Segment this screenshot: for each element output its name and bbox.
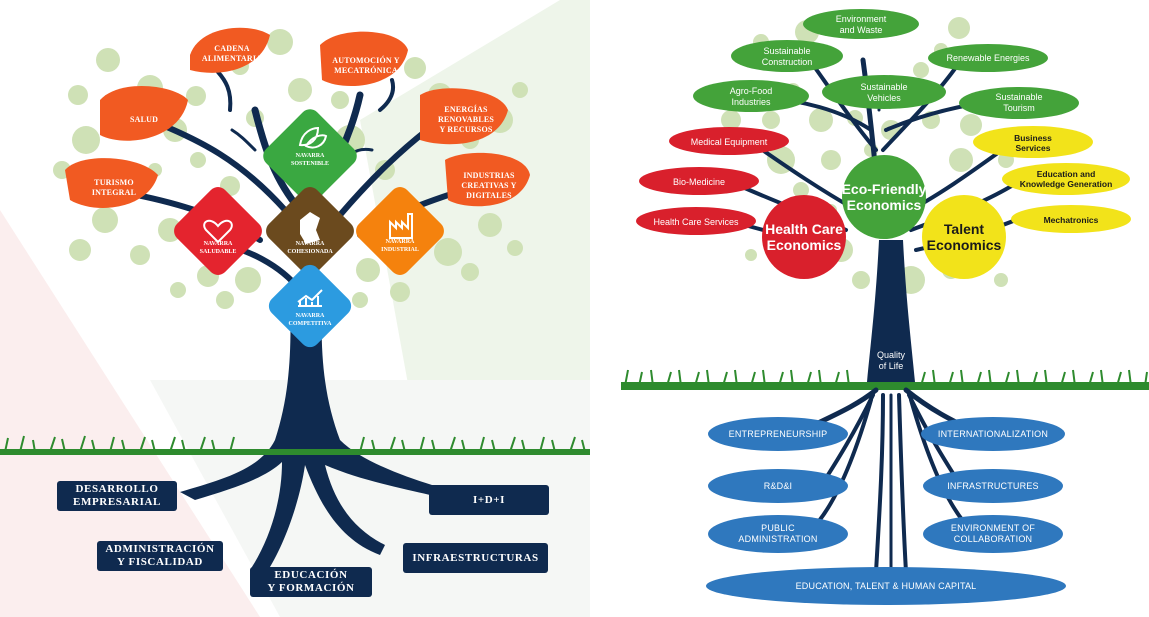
red-ellipses <box>636 127 789 235</box>
leaf-turismo-shape <box>65 158 158 208</box>
leaf-industrias-shape <box>445 152 530 207</box>
leaf-sustainable-vehicles: Sustainable Vehicles <box>860 82 908 103</box>
leaf-industrias-creativas: INDUSTRIAS CREATIVAS Y DIGITALES <box>461 171 517 200</box>
root-infrastructures: INFRASTRUCTURES <box>947 480 1039 491</box>
root-public-administration: PUBLIC ADMINISTRATION <box>738 523 818 544</box>
leaf-turismo-integral: TURISMO INTEGRAL <box>91 178 137 197</box>
leaf-automocion-shape <box>320 31 408 87</box>
diamond-saludable-shape <box>174 187 262 275</box>
root-educacion-formacion: EDUCACIÓN Y FORMACIÓN <box>250 567 372 597</box>
leaf-environment-waste: Environment and Waste <box>835 14 887 35</box>
navarra-map-icon <box>300 212 320 244</box>
talent-circle-shape <box>922 195 1006 279</box>
diamond-sostenible-shape <box>263 109 357 203</box>
blue-ellipses <box>706 417 1066 605</box>
leaf-cadena-shape <box>190 27 270 73</box>
yellow-ellipses <box>973 126 1131 233</box>
leaf-sustainable-construction: Sustainable Construction <box>761 46 813 67</box>
foliage-dots <box>53 29 528 309</box>
trunk-quality-of-life: Quality of Life <box>876 350 905 371</box>
leaf-salud: SALUD <box>129 115 159 124</box>
root-education-talent-human-capital: EDUCATION, TALENT & HUMAN CAPITAL <box>795 580 977 591</box>
grass <box>0 435 590 455</box>
root-administracion-fiscalidad: ADMINISTRACIÓN Y FISCALIDAD <box>97 541 223 571</box>
circle-eco-friendly-economics: Eco-Friendly Economics <box>841 181 927 213</box>
navarra-tree-diagram: CADENA ALIMENTARIA AUTOMOCIÓN Y MECATRÓN… <box>0 0 590 617</box>
leaf-sustainable-tourism: Sustainable Tourism <box>995 92 1043 113</box>
diamonds <box>174 109 444 348</box>
trunk <box>180 300 432 575</box>
orange-leaves <box>65 27 530 208</box>
green-ellipses <box>693 9 1079 119</box>
diamond-industrial-shape <box>356 187 444 275</box>
root-desarrollo-empresarial: DESARROLLO EMPRESARIAL <box>57 481 177 511</box>
leaf-cadena-alimentaria: CADENA ALIMENTARIA <box>201 44 263 63</box>
factory-icon <box>389 213 413 239</box>
diamond-navarra-sostenible: NAVARRA SOSTENIBLE <box>290 153 330 167</box>
trunk <box>867 240 915 382</box>
heart-icon <box>203 219 233 244</box>
leaf-mechatronics: Mechatronics <box>1043 215 1099 225</box>
background-green-shape <box>360 0 590 450</box>
grass <box>621 369 1149 390</box>
root-infraestructuras: INFRAESTRUCTURAS <box>403 543 548 573</box>
leaf-salud-shape <box>100 86 188 141</box>
root-entrepreneurship: ENTREPRENEURSHIP <box>728 428 828 439</box>
leaf-automocion-mecatronica: AUTOMOCIÓN Y MECATRÓNICA <box>332 56 400 75</box>
leaf-education-knowledge: Education and Knowledge Generation <box>1019 169 1113 189</box>
health-circle-shape <box>762 195 846 279</box>
circle-talent-economics: Talent Economics <box>926 221 1002 253</box>
root-environment-collaboration: ENVIRONMENT OF COLLABORATION <box>950 523 1036 544</box>
root-idi: I+D+I <box>429 485 549 515</box>
leaf-health-care-services: Health Care Services <box>653 216 739 227</box>
diamond-navarra-industrial: NAVARRA INDUSTRIAL <box>381 239 419 253</box>
leaf-energias-shape <box>420 88 508 145</box>
leaves-icon <box>298 126 328 149</box>
diamond-navarra-competitiva: NAVARRA COMPETITIVA <box>288 313 332 327</box>
economics-tree-graphic <box>621 9 1149 605</box>
leaf-agro-food-industries: Agro-Food Industries <box>729 86 773 107</box>
growth-chart-icon <box>297 289 323 307</box>
root-rdi: R&D&I <box>763 480 793 491</box>
leaf-business-services: Business Services <box>1014 133 1052 153</box>
leaf-medical-equipment: Medical Equipment <box>690 136 768 147</box>
diamond-navarra-saludable: NAVARRA SALUDABLE <box>199 241 237 255</box>
leaf-energias-renovables: ENERGÍAS RENOVABLES Y RECURSOS <box>437 105 495 134</box>
navarra-tree-graphic <box>0 0 590 617</box>
background-pink-shape <box>0 210 260 617</box>
diamond-navarra-cohesionada: NAVARRA COHESIONADA <box>287 241 333 255</box>
eco-circle-shape <box>842 155 926 239</box>
circle-health-care-economics: Health Care Economics <box>765 221 843 253</box>
economics-tree-diagram: Environment and Waste Sustainable Constr… <box>621 0 1149 617</box>
root-internationalization: INTERNATIONALIZATION <box>937 428 1049 439</box>
leaf-bio-medicine: Bio-Medicine <box>672 176 726 187</box>
leaf-renewable-energies: Renewable Energies <box>946 52 1030 63</box>
